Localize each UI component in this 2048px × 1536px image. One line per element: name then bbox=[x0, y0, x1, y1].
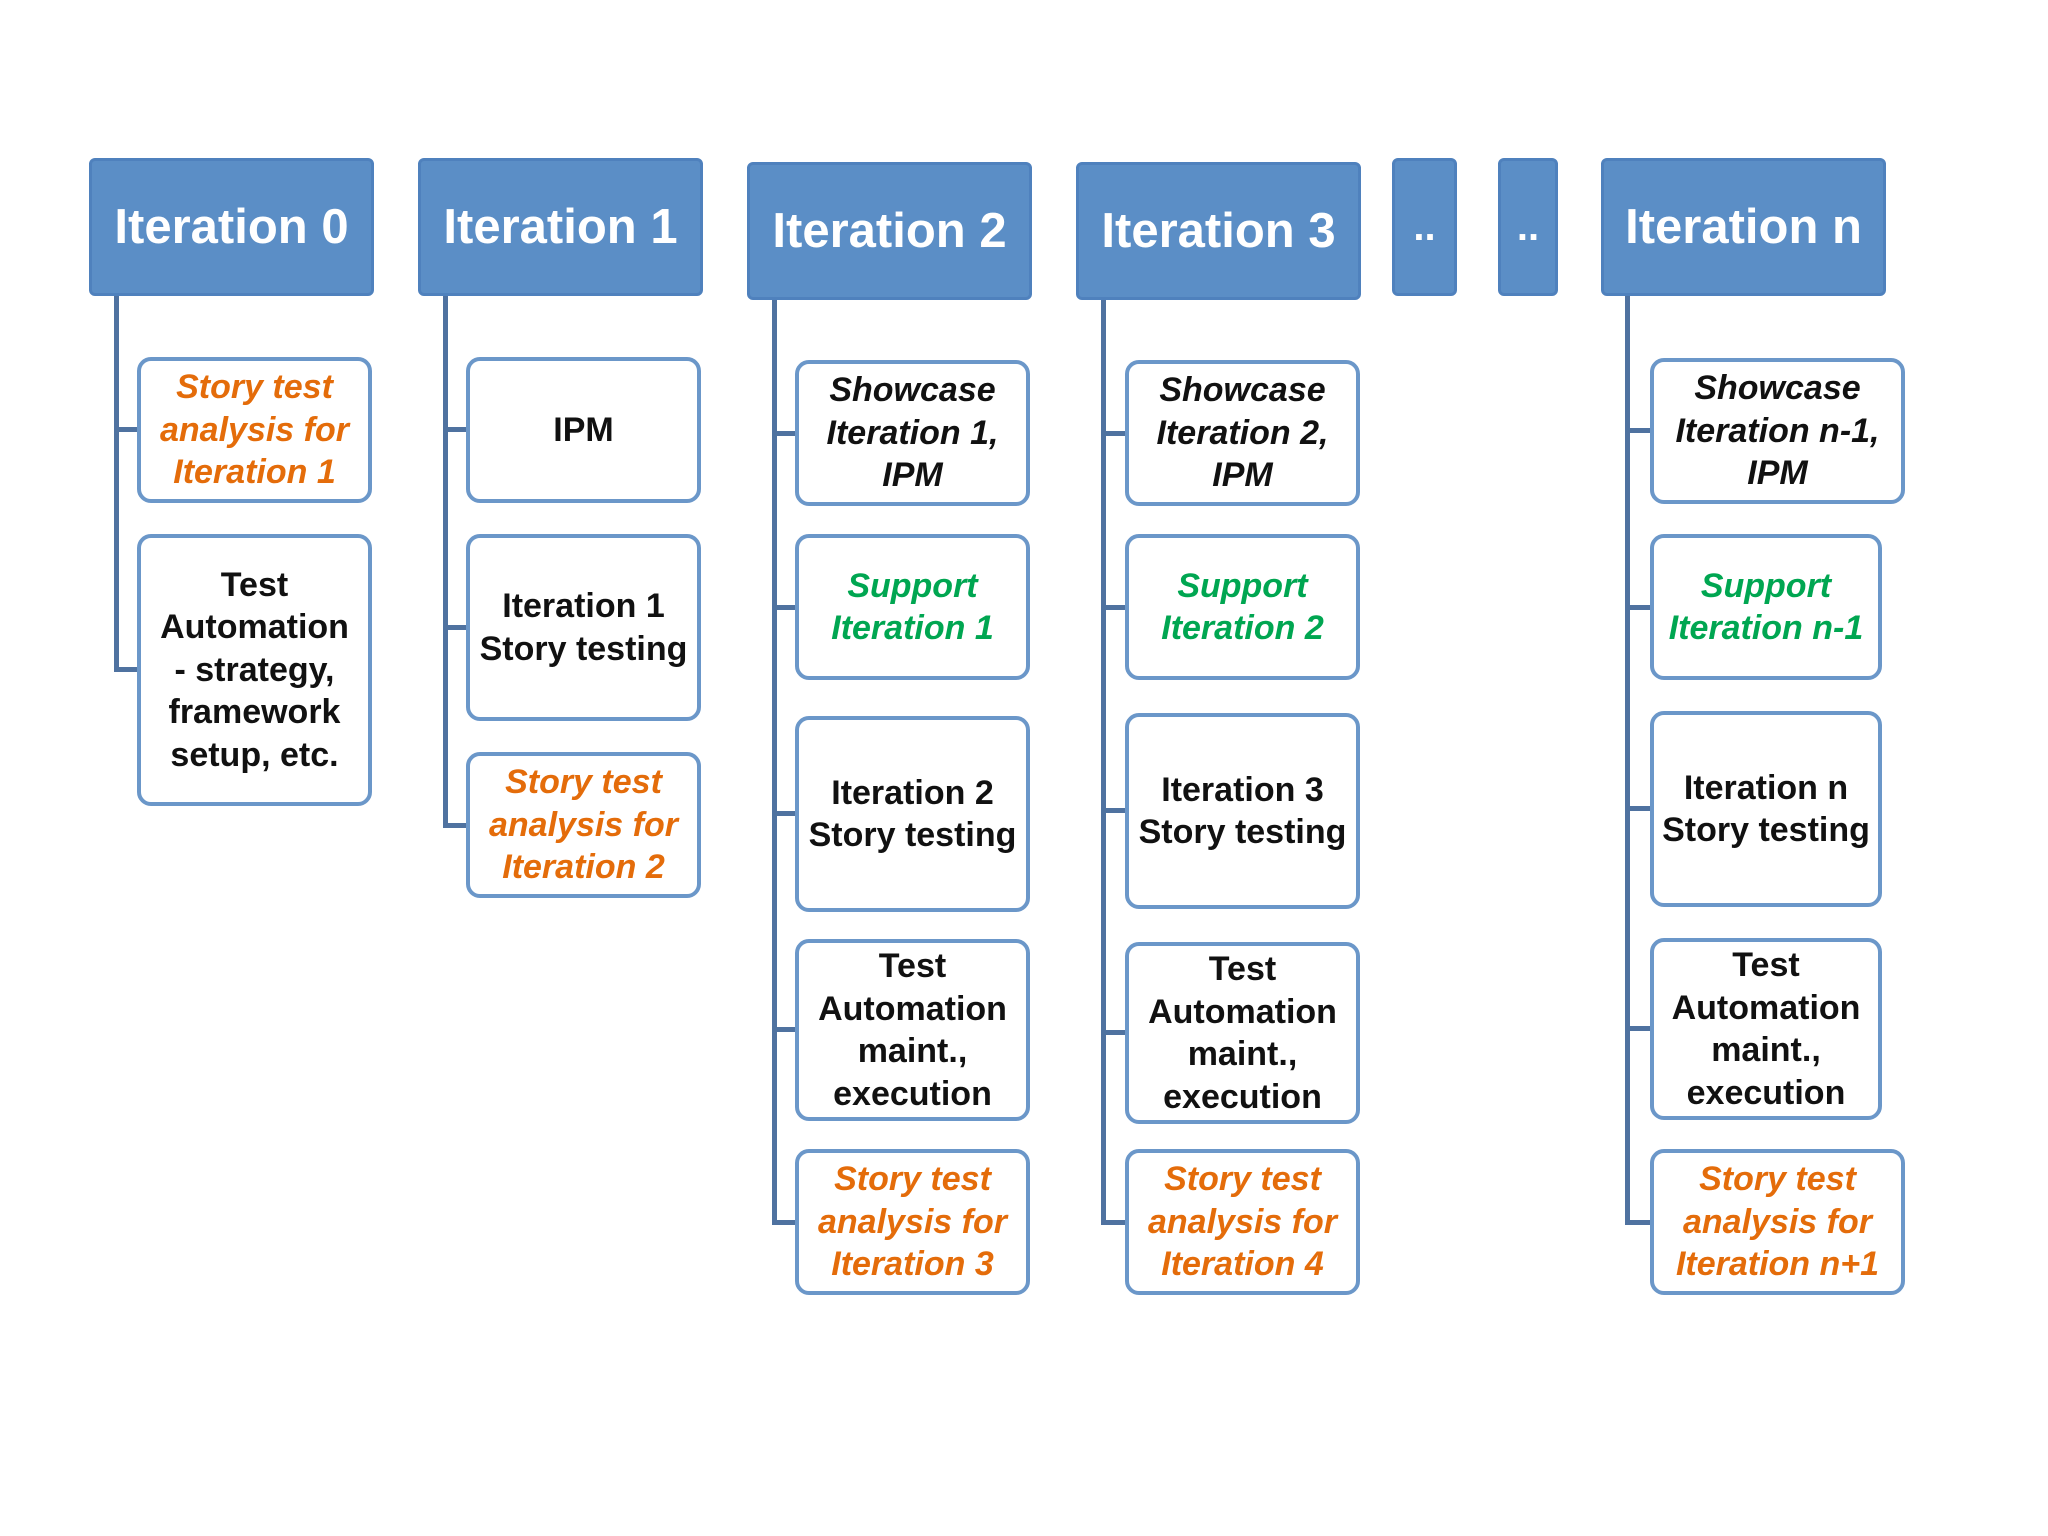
connector-branch bbox=[772, 431, 798, 436]
activity-label: Iteration n Story testing bbox=[1662, 768, 1870, 850]
activity-label: Support Iteration 1 bbox=[831, 566, 994, 648]
activity-box: Test Automation maint., execution bbox=[1125, 942, 1360, 1124]
activity-label: IPM bbox=[553, 410, 614, 449]
activity-box: Showcase Iteration 1, IPM bbox=[795, 360, 1030, 506]
activity-label: Test Automation maint., execution bbox=[818, 947, 1007, 1113]
activity-box: Story test analysis for Iteration 4 bbox=[1125, 1149, 1360, 1295]
connector-branch bbox=[443, 823, 469, 828]
iteration-header: Iteration 1 bbox=[418, 158, 703, 296]
iteration-header: .. bbox=[1498, 158, 1558, 296]
activity-box: Test Automation maint., execution bbox=[795, 939, 1030, 1121]
connector-spine bbox=[443, 296, 448, 828]
activity-box: Showcase Iteration n-1, IPM bbox=[1650, 358, 1905, 504]
activity-box: Iteration n Story testing bbox=[1650, 711, 1882, 907]
activity-label: Showcase Iteration 2, IPM bbox=[1156, 371, 1329, 495]
connector-branch bbox=[772, 1220, 798, 1225]
activity-label: Iteration 3 Story testing bbox=[1138, 770, 1347, 852]
iteration-header: Iteration 2 bbox=[747, 162, 1032, 300]
activity-label: Test Automation - strategy, framework se… bbox=[160, 565, 349, 774]
iteration-header: Iteration n bbox=[1601, 158, 1886, 296]
activity-box: Story test analysis for Iteration 3 bbox=[795, 1149, 1030, 1295]
activity-box: Story test analysis for Iteration n+1 bbox=[1650, 1149, 1905, 1295]
connector-branch bbox=[114, 667, 140, 672]
iteration-header: Iteration 0 bbox=[89, 158, 374, 296]
activity-label: Support Iteration n-1 bbox=[1668, 566, 1864, 648]
iteration-header: .. bbox=[1392, 158, 1457, 296]
activity-box: Test Automation maint., execution bbox=[1650, 938, 1882, 1120]
connector-branch bbox=[1625, 428, 1652, 433]
activity-box: Iteration 3 Story testing bbox=[1125, 713, 1360, 909]
connector-branch bbox=[1625, 1220, 1652, 1225]
activity-label: Showcase Iteration n-1, IPM bbox=[1675, 369, 1880, 493]
activity-label: Test Automation maint., execution bbox=[1148, 950, 1337, 1116]
connector-branch bbox=[1101, 431, 1127, 436]
connector-branch bbox=[772, 811, 798, 816]
connector-branch bbox=[1625, 806, 1652, 811]
activity-box: Showcase Iteration 2, IPM bbox=[1125, 360, 1360, 506]
connector-branch bbox=[1101, 605, 1127, 610]
connector-branch bbox=[443, 427, 469, 432]
activity-label: Support Iteration 2 bbox=[1161, 566, 1324, 648]
activity-label: Showcase Iteration 1, IPM bbox=[826, 371, 999, 495]
connector-branch bbox=[772, 1027, 798, 1032]
connector-branch bbox=[443, 625, 469, 630]
activity-label: Story test analysis for Iteration 1 bbox=[160, 368, 349, 492]
connector-branch bbox=[1101, 1030, 1127, 1035]
activity-label: Iteration 1 Story testing bbox=[479, 587, 688, 668]
activity-box: Support Iteration 1 bbox=[795, 534, 1030, 680]
connector-spine bbox=[1625, 296, 1630, 1225]
connector-spine bbox=[772, 300, 777, 1225]
activity-label: Iteration 2 Story testing bbox=[808, 773, 1017, 855]
activity-box: Iteration 2 Story testing bbox=[795, 716, 1030, 912]
connector-branch bbox=[1101, 1220, 1127, 1225]
activity-label: Test Automation maint., execution bbox=[1671, 946, 1861, 1112]
connector-branch bbox=[114, 427, 140, 432]
activity-label: Story test analysis for Iteration 4 bbox=[1148, 1160, 1337, 1284]
activity-box: Support Iteration 2 bbox=[1125, 534, 1360, 680]
connector-branch bbox=[1101, 808, 1127, 813]
activity-box: Support Iteration n-1 bbox=[1650, 534, 1882, 680]
activity-box: Iteration 1 Story testing bbox=[466, 534, 701, 721]
connector-branch bbox=[1625, 605, 1652, 610]
activity-label: Story test analysis for Iteration 2 bbox=[489, 763, 678, 887]
connector-branch bbox=[772, 605, 798, 610]
connector-spine bbox=[114, 296, 119, 672]
activity-label: Story test analysis for Iteration n+1 bbox=[1675, 1160, 1880, 1284]
iteration-header: Iteration 3 bbox=[1076, 162, 1361, 300]
activity-label: Story test analysis for Iteration 3 bbox=[818, 1160, 1007, 1284]
activity-box: IPM bbox=[466, 357, 701, 503]
activity-box: Story test analysis for Iteration 2 bbox=[466, 752, 701, 898]
connector-spine bbox=[1101, 300, 1106, 1225]
connector-branch bbox=[1625, 1026, 1652, 1031]
activity-box: Test Automation - strategy, framework se… bbox=[137, 534, 372, 806]
activity-box: Story test analysis for Iteration 1 bbox=[137, 357, 372, 503]
